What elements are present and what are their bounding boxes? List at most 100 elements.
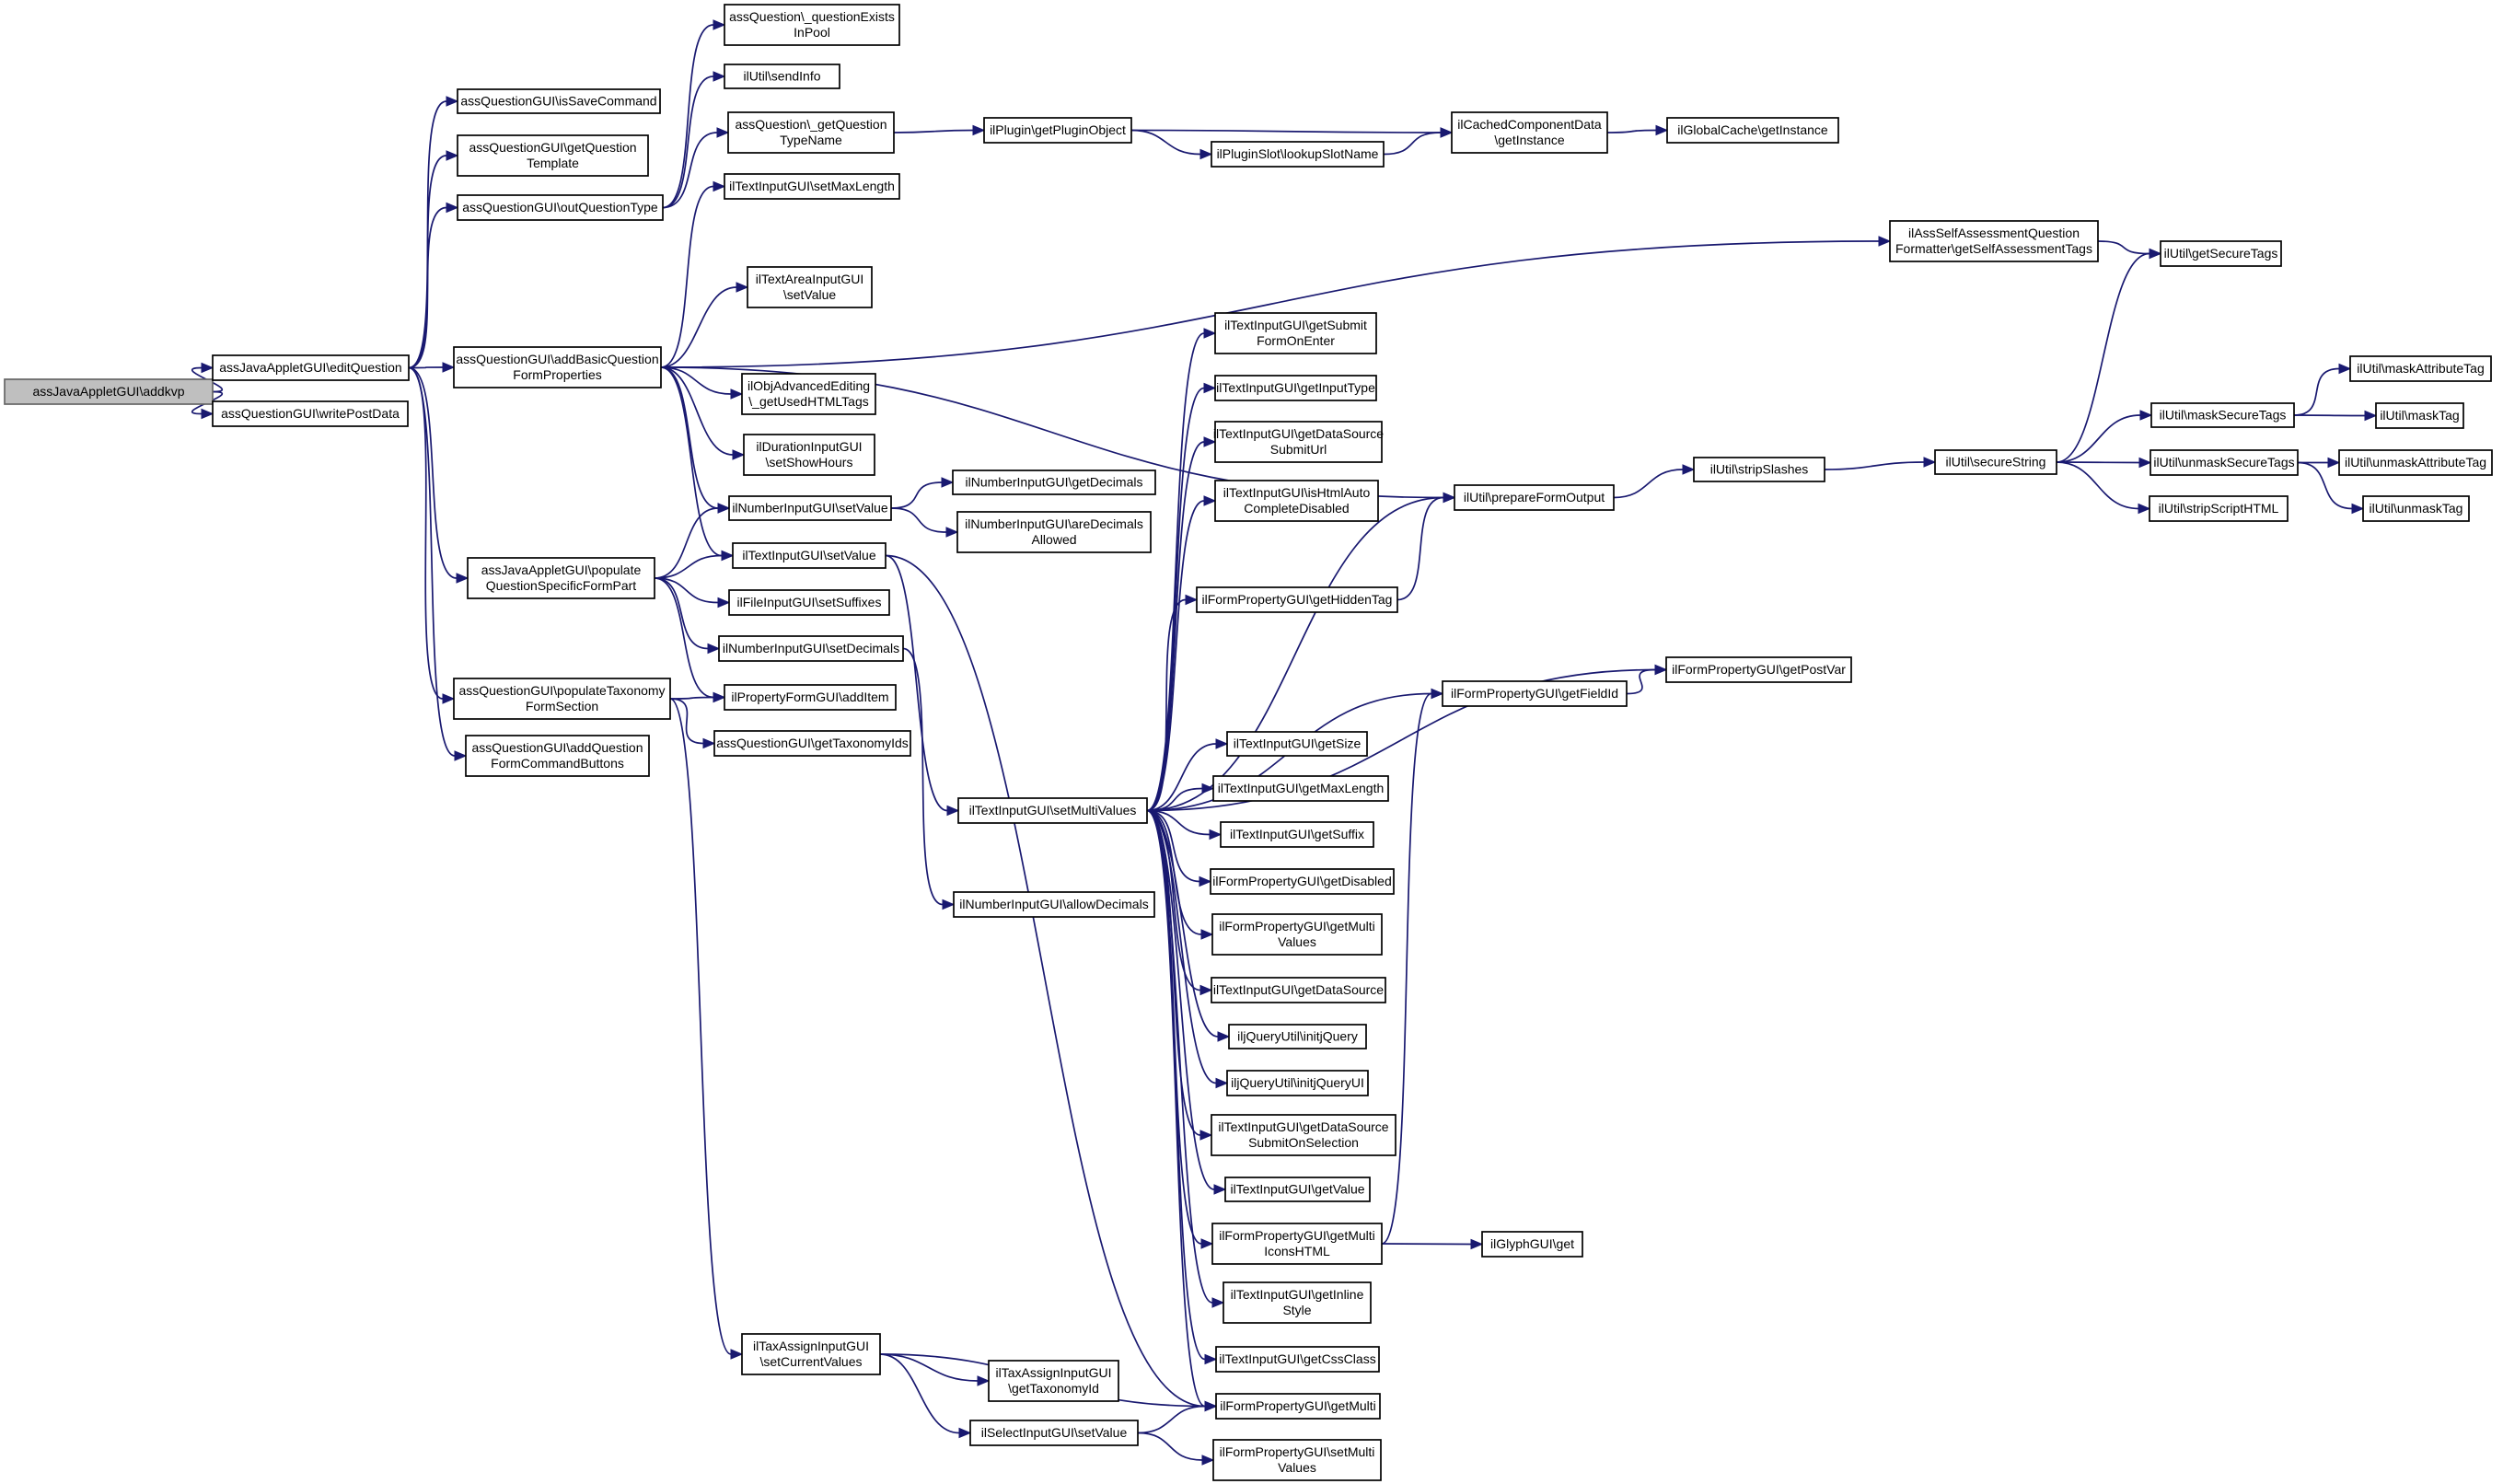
node-assquestiongui-addquestion-formcommandbuttons[interactable]: assQuestionGUI\addQuestionFormCommandBut…: [465, 735, 650, 777]
edge-n1-n9: [408, 366, 468, 761]
node-iltextinputgui-setmaxlength[interactable]: ilTextInputGUI\setMaxLength: [724, 173, 900, 200]
node-iltaxassigninputgui-gettaxonomyid[interactable]: ilTaxAssignInputGUI\getTaxonomyId: [988, 1360, 1119, 1402]
node-iltextinputgui-getinputtype[interactable]: ilTextInputGUI\getInputType: [1214, 375, 1377, 401]
node-label: assQuestionGUI\writePostData: [221, 406, 400, 421]
node-iltextareainputgui-setvalue[interactable]: ilTextAreaInputGUI\setValue: [747, 266, 873, 308]
node-ilformpropertygui-getdisabled[interactable]: ilFormPropertyGUI\getDisabled: [1210, 868, 1395, 895]
node-ilselectinputgui-setvalue[interactable]: ilSelectInputGUI\setValue: [969, 1420, 1139, 1446]
edge-line: [1146, 743, 1217, 812]
node-iltextinputgui-getsuffix[interactable]: ilTextInputGUI\getSuffix: [1220, 821, 1374, 848]
node-ilglobalcache-getinstance[interactable]: ilGlobalCache\getInstance: [1666, 117, 1839, 144]
node-ilutil-unmaskattributetag[interactable]: ilUtil\unmaskAttributeTag: [2338, 449, 2493, 476]
node-ilpropertyformgui-additem[interactable]: ilPropertyFormGUI\addItem: [724, 684, 897, 711]
edge-arrowhead: [717, 597, 731, 609]
node-assquestiongui-gettaxonomyids[interactable]: assQuestionGUI\getTaxonomyIds: [713, 730, 911, 757]
node-ilutil-securestring[interactable]: ilUtil\secureString: [1934, 449, 2057, 475]
node-ilnumberinputgui-allowdecimals[interactable]: ilNumberInputGUI\allowDecimals: [953, 891, 1155, 918]
node-ilutil-unmasktag[interactable]: ilUtil\unmaskTag: [2362, 495, 2470, 522]
node-iltextinputgui-setmultivalues[interactable]: ilTextInputGUI\setMultiValues: [957, 797, 1148, 824]
node-iltextinputgui-getdatasource-submitonselection[interactable]: ilTextInputGUI\getDataSourceSubmitOnSele…: [1211, 1114, 1396, 1156]
node-label: iljQueryUtil\initjQuery: [1237, 1029, 1358, 1044]
node-ilformpropertygui-setmulti-values[interactable]: ilFormPropertyGUI\setMultiValues: [1212, 1439, 1382, 1481]
node-label: ilAssSelfAssessmentQuestion: [1908, 226, 2080, 240]
node-label: assQuestionGUI\getQuestion: [469, 140, 636, 155]
node-ilutil-stripscripthtml[interactable]: ilUtil\stripScriptHTML: [2149, 495, 2289, 522]
node-ildurationinputgui-setshowhours[interactable]: ilDurationInputGUI\setShowHours: [743, 434, 875, 476]
node-ilformpropertygui-getmulti[interactable]: ilFormPropertyGUI\getMulti: [1215, 1393, 1381, 1420]
node-box: [4, 378, 214, 405]
node-iltextinputgui-ishtmlauto-completedisabled[interactable]: ilTextInputGUI\isHtmlAutoCompleteDisable…: [1214, 480, 1379, 522]
edge-n63-n67: [2297, 457, 2341, 469]
edge-arrowhead: [2338, 363, 2352, 375]
node-assjavaappletgui-editquestion[interactable]: assJavaAppletGUI\editQuestion: [212, 354, 410, 381]
node-ilcachedcomponentdata-getinstance[interactable]: ilCachedComponentData\getInstance: [1451, 111, 1608, 154]
edge-line: [879, 1353, 960, 1434]
node-ilnumberinputgui-setdecimals[interactable]: ilNumberInputGUI\setDecimals: [718, 635, 904, 662]
node-assjavaappletgui-addkvp[interactable]: assJavaAppletGUI\addkvp: [4, 378, 214, 405]
edge-arrowhead: [2139, 410, 2153, 421]
edge-n49-n54: [1381, 1238, 1484, 1250]
node-assquestiongui-issavecommand[interactable]: assQuestionGUI\isSaveCommand: [457, 88, 661, 114]
node-box: [212, 354, 410, 381]
node-ilutil-masksecuretags[interactable]: ilUtil\maskSecureTags: [2150, 402, 2295, 428]
node-ilutil-prepareformoutput[interactable]: ilUtil\prepareFormOutput: [1454, 484, 1615, 511]
edge-arrowhead: [1682, 464, 1696, 475]
node-iljqueryutil-initjqueryui[interactable]: iljQueryUtil\initjQueryUI: [1226, 1070, 1369, 1096]
node-label: \getInstance: [1494, 133, 1564, 147]
node-ilutil-sendinfo[interactable]: ilUtil\sendInfo: [724, 64, 840, 89]
node-iltextinputgui-getmaxlength[interactable]: ilTextInputGUI\getMaxLength: [1212, 775, 1389, 802]
node-ilutil-maskattributetag[interactable]: ilUtil\maskAttributeTag: [2349, 355, 2492, 382]
edge-line: [669, 698, 732, 1355]
edge-n8-n25: [669, 691, 726, 703]
edge-arrowhead: [721, 550, 735, 562]
node-ilformpropertygui-getfieldid[interactable]: ilFormPropertyGUI\getFieldId: [1442, 680, 1628, 707]
node-ilutil-getsecuretags[interactable]: ilUtil\getSecureTags: [2160, 240, 2282, 267]
edge-n33-n52: [1137, 1400, 1218, 1434]
node-ilassselfassessmentquestion-formatter-getselfassessmenttags[interactable]: ilAssSelfAssessmentQuestionFormatter\get…: [1889, 220, 2099, 262]
edge-n61-n63: [2056, 457, 2152, 469]
node-ilutil-masktag[interactable]: ilUtil\maskTag: [2375, 402, 2464, 429]
node-assjavaappletgui-populate-questionspecificformpart[interactable]: assJavaAppletGUI\populateQuestionSpecifi…: [467, 557, 655, 599]
node-assquestiongui-writepostdata[interactable]: assQuestionGUI\writePostData: [212, 400, 409, 427]
node-ilnumberinputgui-getdecimals[interactable]: ilNumberInputGUI\getDecimals: [952, 470, 1156, 495]
node-ilobjadvancedediting-getusedhtmltags[interactable]: ilObjAdvancedEditing\_getUsedHTMLTags: [741, 373, 876, 415]
node-box: [1693, 457, 1825, 482]
edge-line: [879, 1353, 979, 1382]
node-ilplugin-getpluginobject[interactable]: ilPlugin\getPluginObject: [983, 117, 1132, 144]
node-ilnumberinputgui-setvalue[interactable]: ilNumberInputGUI\setValue: [728, 495, 892, 521]
node-ilpluginslot-lookupslotname[interactable]: ilPluginSlot\lookupSlotName: [1211, 141, 1385, 168]
node-iltextinputgui-setvalue[interactable]: ilTextInputGUI\setValue: [732, 542, 886, 569]
node-box: [2160, 240, 2282, 267]
edge-line: [1146, 809, 1206, 1361]
node-assquestiongui-addbasicquestion-formproperties[interactable]: assQuestionGUI\addBasicQuestionFormPrope…: [453, 346, 662, 388]
node-iltextinputgui-getdatasource[interactable]: ilTextInputGUI\getDataSource: [1211, 977, 1386, 1003]
node-ilglyphgui-get[interactable]: ilGlyphGUI\get: [1481, 1231, 1583, 1258]
node-box: [956, 511, 1152, 553]
node-ilfileinputgui-setsuffixes[interactable]: ilFileInputGUI\setSuffixes: [728, 589, 890, 616]
node-box: [1211, 977, 1386, 1003]
node-ilformpropertygui-gethiddentag[interactable]: ilFormPropertyGUI\getHiddenTag: [1196, 586, 1398, 613]
node-ilutil-stripslashes[interactable]: ilUtil\stripSlashes: [1693, 457, 1825, 482]
node-iltextinputgui-getvalue[interactable]: ilTextInputGUI\getValue: [1224, 1177, 1371, 1202]
node-iltextinputgui-getcssclass[interactable]: ilTextInputGUI\getCssClass: [1215, 1346, 1380, 1373]
node-iltextinputgui-getsize[interactable]: ilTextInputGUI\getSize: [1226, 731, 1368, 757]
node-assquestiongui-outquestiontype[interactable]: assQuestionGUI\outQuestionType: [457, 194, 664, 221]
edge-line: [1130, 129, 1442, 133]
node-ilutil-unmasksecuretags[interactable]: ilUtil\unmaskSecureTags: [2150, 449, 2299, 476]
node-assquestiongui-populatetaxonomy-formsection[interactable]: assQuestionGUI\populateTaxonomyFormSecti…: [453, 678, 671, 720]
node-box: [988, 1360, 1119, 1402]
node-iljqueryutil-initjquery[interactable]: iljQueryUtil\initjQuery: [1228, 1024, 1367, 1049]
edge-arrowhead: [2138, 503, 2151, 515]
node-iltaxassigninputgui-setcurrentvalues[interactable]: ilTaxAssignInputGUI\setCurrentValues: [741, 1333, 881, 1375]
node-ilformpropertygui-getpostvar[interactable]: ilFormPropertyGUI\getPostVar: [1665, 656, 1852, 683]
